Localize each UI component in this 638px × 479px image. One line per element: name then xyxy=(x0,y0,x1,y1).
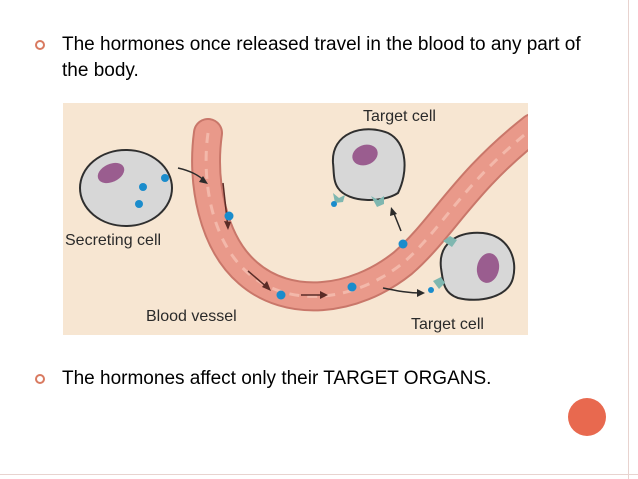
label-blood-vessel: Blood vessel xyxy=(146,308,237,325)
flow-arrow-head xyxy=(320,291,328,299)
hormone-molecule xyxy=(224,211,234,221)
target-cell-top-nucleus xyxy=(352,144,378,166)
bullet-marker-icon xyxy=(35,40,45,50)
bullet-text-1: The hormones once released travel in the… xyxy=(62,34,581,81)
hormone-molecule xyxy=(161,174,169,182)
flow-arrow-head xyxy=(224,221,231,230)
flow-arrow xyxy=(222,182,229,229)
bullet-marker-icon xyxy=(35,374,45,384)
release-arrow-head xyxy=(199,176,208,184)
receptor-icon xyxy=(443,236,457,247)
bound-hormone xyxy=(331,201,337,207)
label-target-cell-top: Target cell xyxy=(363,108,436,125)
hormone-molecule xyxy=(135,200,143,208)
receptor-icon xyxy=(333,193,345,203)
diagram-svg: Target cell Secreting cell Blood vessel … xyxy=(63,103,528,335)
receptor-icon xyxy=(371,196,384,207)
hormone-molecule xyxy=(398,239,408,249)
hormone-transport-diagram: Target cell Secreting cell Blood vessel … xyxy=(63,103,528,335)
secreting-cell-nucleus xyxy=(97,162,125,184)
hormone-molecule xyxy=(139,183,147,191)
blood-flow-lines xyxy=(204,130,528,298)
hormone-molecule xyxy=(276,290,286,300)
signal-arrow-head xyxy=(390,207,397,216)
slide-border-bottom xyxy=(0,474,638,475)
bullet-text-2: The hormones affect only their TARGET OR… xyxy=(62,368,492,389)
slide-border-right xyxy=(628,0,629,479)
secreting-cell xyxy=(79,149,173,227)
delivery-arrow-head xyxy=(417,289,425,297)
bound-hormone xyxy=(428,287,434,293)
label-target-cell-bottom: Target cell xyxy=(411,316,484,333)
flow-arrow-head xyxy=(262,281,271,291)
hormone-molecule xyxy=(347,282,357,292)
label-secreting-cell: Secreting cell xyxy=(65,232,161,249)
target-cell-top xyxy=(331,128,406,201)
target-cell-bottom-nucleus xyxy=(476,253,500,283)
decorative-circle xyxy=(568,398,606,436)
receptor-icon xyxy=(433,277,445,289)
